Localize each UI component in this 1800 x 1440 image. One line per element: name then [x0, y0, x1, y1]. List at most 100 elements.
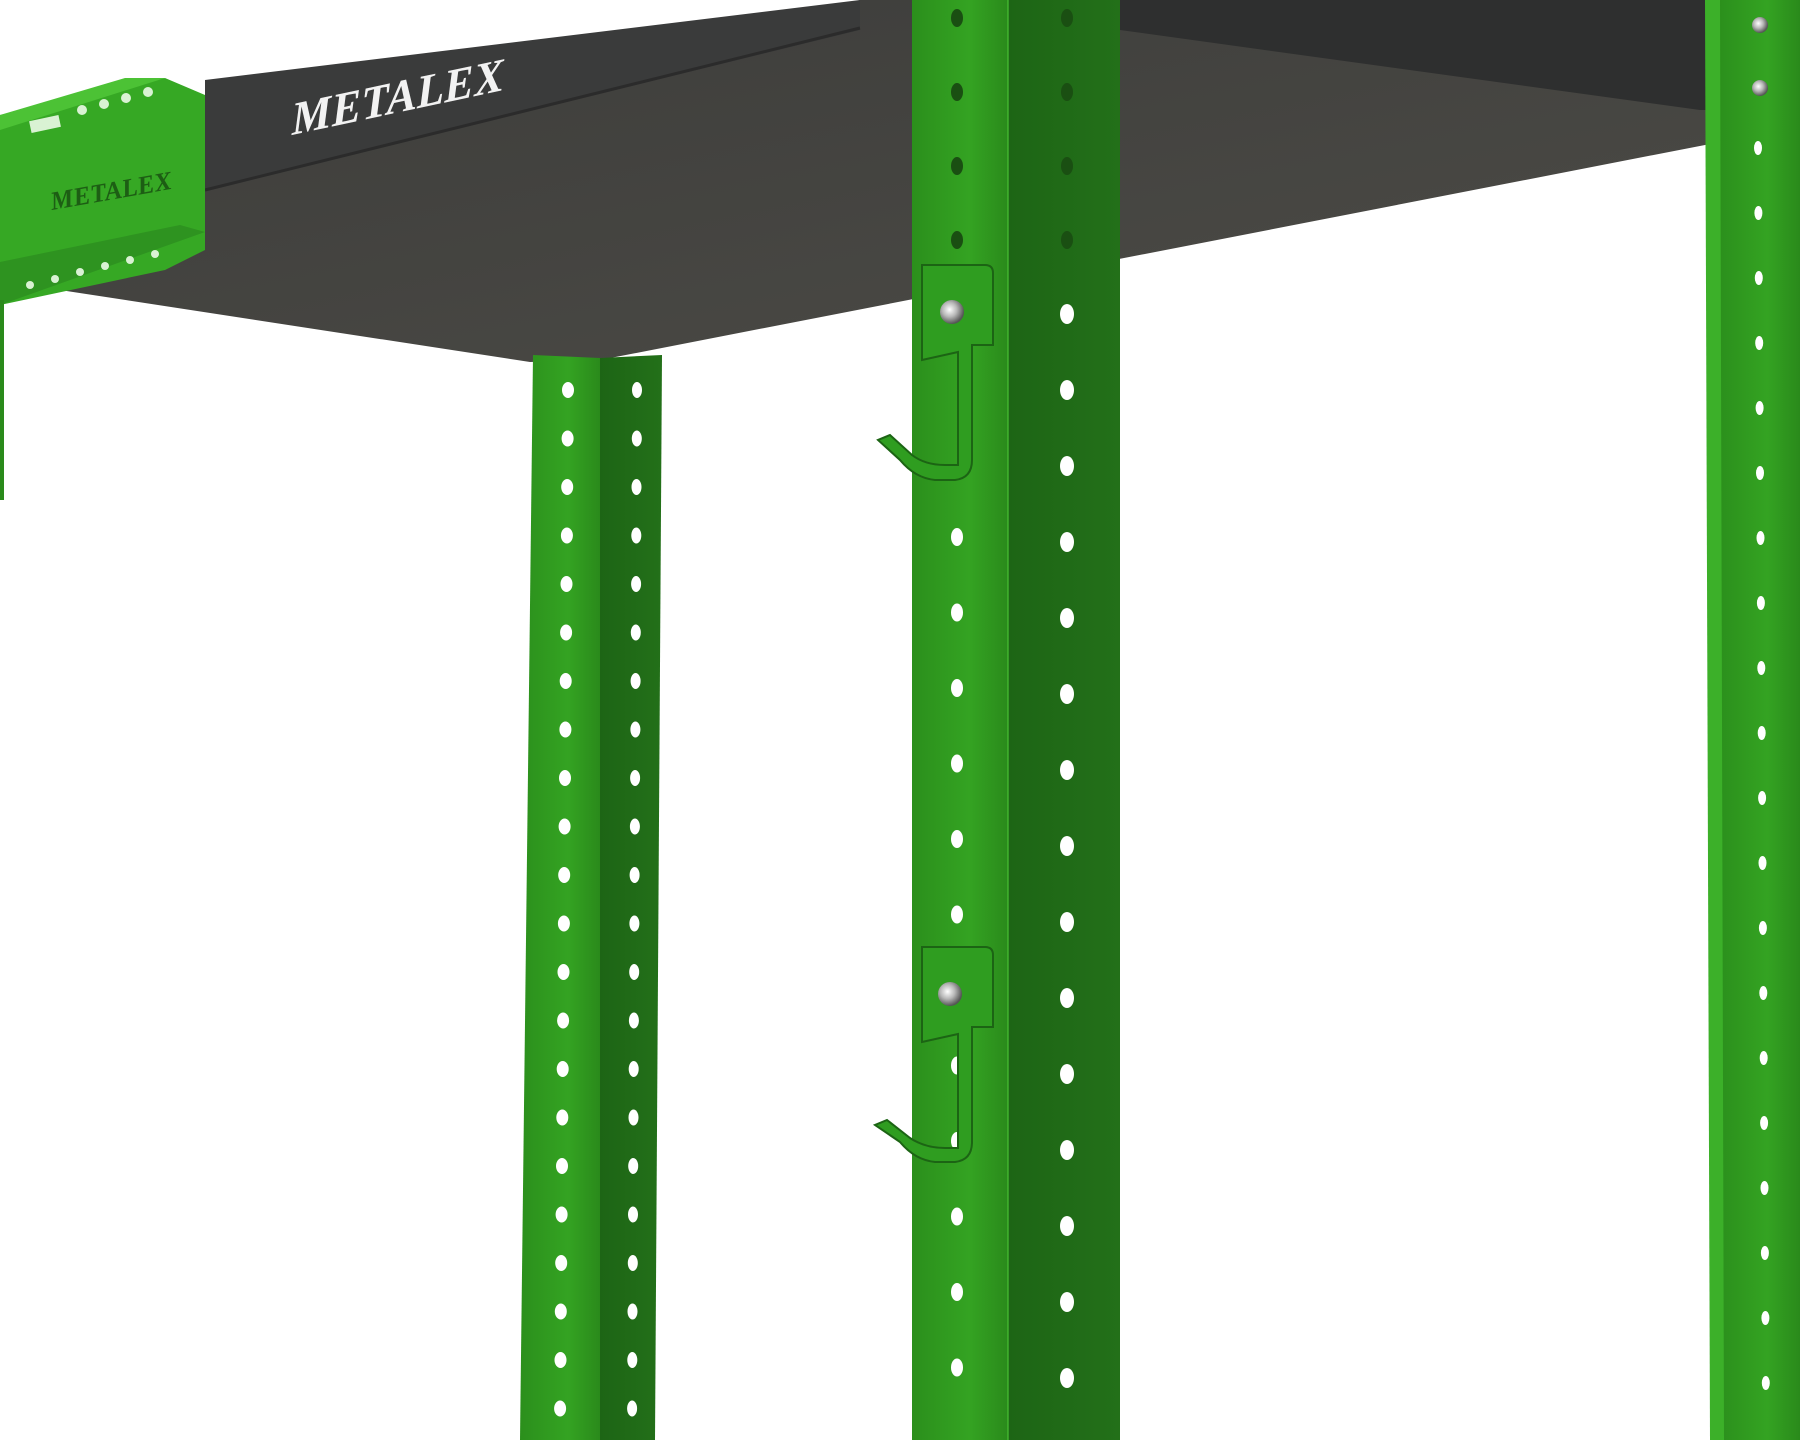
perforation-hole	[556, 1061, 569, 1077]
perforation-hole	[1756, 531, 1765, 545]
perforation-hole	[630, 624, 641, 641]
perforation-hole	[951, 905, 963, 924]
perforation-hole	[1060, 304, 1074, 324]
perforation-hole	[628, 1109, 639, 1126]
perforation-hole	[629, 964, 640, 980]
shelf-front-edge	[205, 0, 860, 190]
perforation-hole	[1761, 1376, 1770, 1390]
beam-slots	[26, 87, 159, 289]
perforation-hole	[951, 830, 963, 848]
back-upright-holes-front	[554, 382, 574, 1417]
bolt-icon	[940, 300, 964, 324]
perforation-hole	[951, 231, 963, 249]
perforation-hole	[1061, 9, 1073, 27]
perforation-hole	[1060, 1140, 1074, 1160]
perforation-hole	[951, 9, 963, 27]
perforation-hole	[559, 673, 572, 689]
perforation-hole	[1060, 1064, 1074, 1084]
perforation-hole	[1755, 336, 1764, 350]
perforation-hole	[1061, 231, 1073, 249]
right-upright-holes	[1754, 141, 1770, 1390]
perforation-hole	[1759, 1051, 1768, 1065]
perforation-hole	[1061, 157, 1073, 175]
perforation-hole	[1754, 141, 1762, 155]
bolt-icon	[1752, 17, 1768, 33]
shelf-edge-line	[204, 26, 861, 192]
perforation-hole	[1060, 912, 1074, 932]
left-beam-top	[0, 78, 165, 130]
perforation-hole	[628, 1158, 639, 1174]
perforation-hole	[1755, 401, 1764, 415]
perforation-hole	[560, 527, 573, 544]
perforation-hole	[951, 1207, 963, 1226]
perforation-hole	[557, 964, 570, 980]
perforation-hole	[1758, 791, 1767, 805]
bolt-icon	[1752, 80, 1768, 96]
perforation-hole	[951, 603, 963, 622]
perforation-hole	[631, 430, 642, 447]
perforation-hole	[1060, 836, 1074, 856]
perforation-hole	[1761, 1311, 1770, 1325]
perforation-hole	[554, 1303, 567, 1320]
perforation-hole	[951, 679, 963, 697]
perforation-hole	[1758, 921, 1767, 935]
perforation-hole	[555, 1255, 568, 1271]
perforation-hole	[1760, 1246, 1769, 1260]
perforation-hole	[561, 479, 574, 495]
perforation-hole	[556, 1109, 569, 1126]
perforation-hole	[951, 157, 963, 175]
perforation-hole	[1060, 456, 1074, 476]
perforation-hole	[1060, 988, 1074, 1008]
perforation-hole	[630, 673, 641, 689]
front-upright	[912, 0, 1120, 1440]
perforation-hole	[1757, 661, 1766, 675]
perforation-hole	[1760, 1116, 1769, 1130]
perforation-hole	[631, 479, 642, 495]
perforation-hole	[629, 867, 640, 883]
perforation-hole	[951, 1283, 963, 1301]
shelf-underside	[0, 0, 1800, 362]
perforation-hole	[627, 1400, 638, 1417]
perforation-hole	[629, 915, 640, 932]
perforation-hole	[1756, 596, 1765, 610]
perforation-hole	[627, 1352, 638, 1368]
perforation-hole	[556, 1158, 568, 1174]
perforation-hole	[1754, 271, 1763, 285]
perforation-hole	[1060, 1216, 1074, 1236]
perforation-hole	[628, 1206, 638, 1223]
perforation-hole	[558, 818, 571, 835]
perforation-hole	[628, 1061, 639, 1077]
perforation-hole	[562, 382, 574, 398]
perforation-hole	[1060, 684, 1074, 704]
perforation-hole	[951, 83, 963, 101]
perforation-hole	[951, 754, 963, 773]
perforation-hole	[555, 1206, 568, 1223]
perforation-hole	[558, 867, 571, 883]
perforation-hole	[631, 527, 642, 544]
perforation-hole	[557, 915, 570, 932]
shelf-back-edge	[1120, 0, 1800, 110]
perforation-hole	[1756, 466, 1764, 480]
perforation-hole	[1758, 856, 1767, 870]
right-upright	[1705, 0, 1800, 1440]
perforation-hole	[1060, 532, 1074, 552]
perforation-hole	[561, 430, 574, 447]
perforation-hole	[557, 1012, 570, 1029]
perforation-hole	[1060, 1292, 1074, 1312]
perforation-hole	[631, 576, 642, 592]
bolt-icon	[938, 982, 962, 1006]
hook-upper	[876, 264, 994, 481]
perforation-hole	[630, 770, 641, 786]
perforation-hole	[628, 1012, 639, 1029]
back-upright	[520, 355, 662, 1440]
perforation-hole	[559, 770, 571, 786]
perforation-hole	[1754, 206, 1763, 220]
perforation-hole	[554, 1400, 567, 1417]
hook-lower	[872, 946, 994, 1163]
far-left-upright-edge	[0, 300, 4, 500]
perforation-hole	[559, 721, 572, 738]
front-upright-holes-side	[1060, 9, 1074, 1388]
back-upright-holes-side	[627, 382, 642, 1417]
perforation-hole	[627, 1255, 638, 1271]
